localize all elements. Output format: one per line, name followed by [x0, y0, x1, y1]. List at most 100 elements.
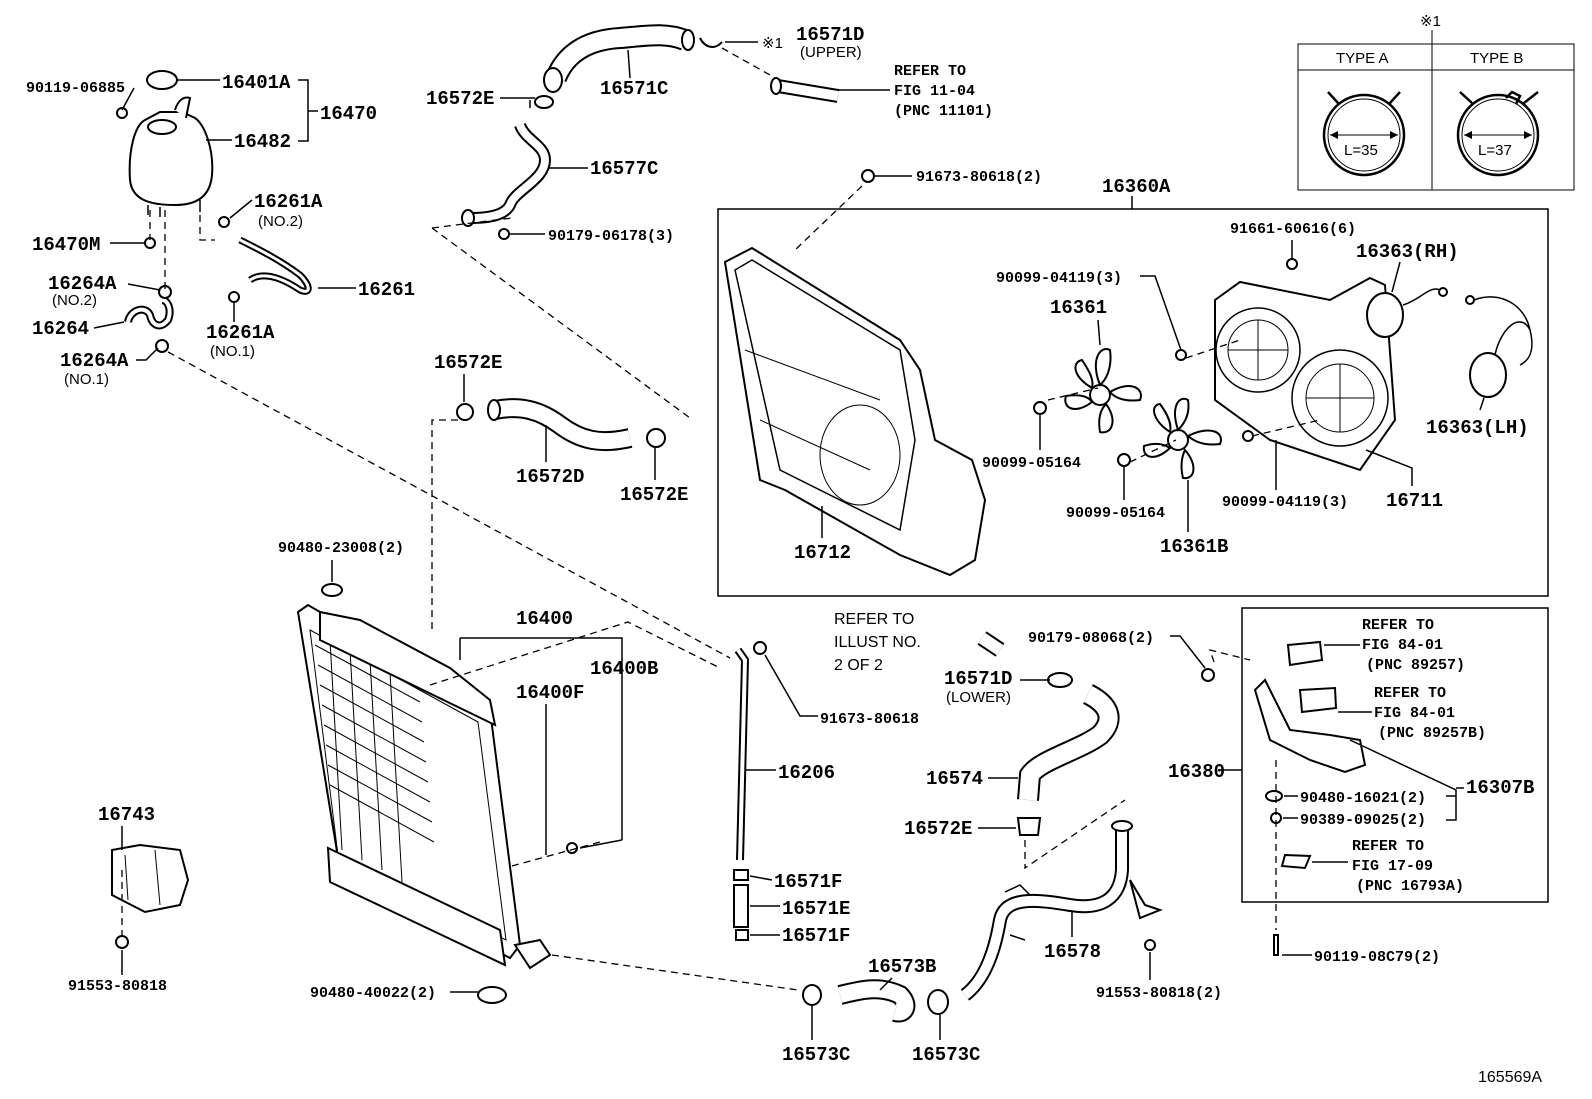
callout-16571F-b: 16571F [782, 925, 850, 947]
callout-16307B: 16307B [1466, 777, 1534, 799]
callout-no2-b: (NO.2) [52, 292, 97, 309]
callout-16571E: 16571E [782, 898, 850, 920]
callout-16264A-no1: 16264A [60, 350, 129, 372]
ref-fig-11-04-line2: FIG 11-04 [894, 83, 975, 100]
callout-16572D: 16572D [516, 466, 584, 488]
callout-16572E-top: 16572E [426, 88, 494, 110]
fan-shroud-16711 [1214, 276, 1397, 472]
callout-16264A-no2: 16264A [48, 273, 117, 295]
fan-assembly-group: 16360A 91673-80618(2) [717, 169, 1549, 597]
callout-90179-06178: 90179-06178(3) [548, 228, 674, 245]
callout-90389-09025: 90389-09025(2) [1300, 812, 1426, 829]
callout-16363LH: 16363(LH) [1426, 417, 1529, 439]
type-a-dimension: L=35 [1344, 142, 1378, 159]
ref-illust-line1: REFER TO [834, 611, 914, 628]
callout-marker1: ※1 [762, 35, 783, 52]
type-a-title: TYPE A [1336, 50, 1389, 67]
callout-90099-04119-a: 90099-04119(3) [996, 270, 1122, 287]
callout-16360A: 16360A [1102, 176, 1171, 198]
fan-motor-rh [1366, 287, 1448, 338]
fan-assembly-frame [717, 208, 1549, 597]
reservoir-tank-group: 90119-06885 16401A 16470 16482 16261A (N… [26, 70, 415, 388]
bracket-16380-shape [1253, 678, 1367, 774]
reservoir-cap-neck [147, 119, 177, 135]
bracket-16743-shape [111, 843, 190, 914]
callout-16571C: 16571C [600, 78, 668, 100]
callout-16712: 16712 [794, 542, 851, 564]
callout-16571D-lower: 16571D [944, 668, 1012, 690]
ref-fig-11-04-line3: (PNC 11101) [894, 103, 993, 120]
ref-fig-11-04-line1: REFER TO [894, 63, 966, 80]
callout-91673-80618: 91673-80618 [820, 711, 919, 728]
ref-fig-84-01-b-line3: (PNC 89257B) [1378, 725, 1486, 742]
bolt-90119-06885-shape [116, 107, 128, 119]
callout-16363RH: 16363(RH) [1356, 241, 1459, 263]
ref-fig-84-01-a-line3: (PNC 89257) [1366, 657, 1465, 674]
callout-90099-04119-b: 90099-04119(3) [1222, 494, 1348, 511]
callout-no2-a: (NO.2) [258, 213, 303, 230]
upper-hose-group: 16572E 16571C 16571D (UPPER) ※1 REFER TO… [426, 24, 993, 419]
ref-fig-17-09-line1: REFER TO [1352, 838, 1424, 855]
callout-16743: 16743 [98, 804, 155, 826]
figure-code: 165569A [1478, 1069, 1542, 1086]
callout-16400: 16400 [516, 608, 573, 630]
callout-lower: (LOWER) [946, 689, 1011, 706]
callout-90179-08068: 90179-08068(2) [1028, 630, 1154, 647]
callout-16572E-mid: 16572E [434, 352, 502, 374]
lower-radiator-hose-group: REFER TO ILLUST NO. 2 OF 2 16571D (LOWER… [834, 611, 1251, 840]
fan-blade-16361B [1142, 397, 1222, 480]
type-a-clamp-icon: L=35 [1322, 91, 1406, 177]
callout-16470M: 16470M [32, 234, 100, 256]
middle-hose-group: 16572E 16572D 16572E [431, 352, 688, 630]
callout-16572E-right: 16572E [620, 484, 688, 506]
callout-91661-60616: 91661-60616(6) [1230, 221, 1356, 238]
inset-marker: ※1 [1420, 13, 1441, 30]
callout-16574: 16574 [926, 768, 983, 790]
clamp-type-box [1297, 43, 1575, 191]
bracket-16380-group: REFER TO FIG 84-01 (PNC 89257) REFER TO … [1168, 607, 1549, 966]
callout-16572E-low: 16572E [904, 818, 972, 840]
callout-91673-80618-2: 91673-80618(2) [916, 169, 1042, 186]
type-b-clamp-icon: L=37 [1456, 90, 1540, 177]
callout-90480-16021: 90480-16021(2) [1300, 790, 1426, 807]
callout-16261: 16261 [358, 279, 415, 301]
bracket-16380-frame [1241, 607, 1549, 903]
radiator-core-fins [314, 639, 435, 883]
ref-fig-84-01-a-line1: REFER TO [1362, 617, 1434, 634]
ref-fig-17-09-line2: FIG 17-09 [1352, 858, 1433, 875]
callout-16400F: 16400F [516, 682, 584, 704]
callout-16573C-b: 16573C [912, 1044, 980, 1066]
reservoir-cap-shape [146, 70, 178, 90]
callout-16470: 16470 [320, 103, 377, 125]
callout-90119-06885: 90119-06885 [26, 80, 125, 97]
ref-fig-17-09-line3: (PNC 16793A) [1356, 878, 1464, 895]
type-b-title: TYPE B [1470, 50, 1523, 67]
callout-16380: 16380 [1168, 761, 1225, 783]
callout-16361: 16361 [1050, 297, 1107, 319]
callout-16577C: 16577C [590, 158, 658, 180]
callout-16361B: 16361B [1160, 536, 1228, 558]
callout-16573B: 16573B [868, 956, 936, 978]
water-pipe-group: 16578 91553-80818(2) [960, 799, 1222, 1002]
callout-16573C-a: 16573C [782, 1044, 850, 1066]
overflow-pipe-group: 91673-80618 16206 16571F 16571E 16571F [167, 351, 919, 947]
lower-hose-group: 90480-40022(2) 16573B 16573C 16573C [310, 954, 980, 1066]
callout-16482: 16482 [234, 131, 291, 153]
bracket-16743-group: 16743 91553-80818 [68, 804, 190, 995]
callout-no1-a: (NO.1) [210, 343, 255, 360]
callout-90099-05164-a: 90099-05164 [982, 455, 1081, 472]
callout-16261A-no2: 16261A [254, 191, 323, 213]
callout-16711: 16711 [1386, 490, 1443, 512]
type-b-dimension: L=37 [1478, 142, 1512, 159]
callout-90480-23008: 90480-23008(2) [278, 540, 404, 557]
fan-shroud-16712 [723, 246, 987, 577]
radiator-group: 90480-23008(2) 16400 16400B 16400F [278, 540, 721, 1004]
clamp-type-inset: ※1 TYPE A TYPE B L=35 L=37 [1297, 13, 1575, 191]
callout-16578: 16578 [1044, 941, 1101, 963]
callout-16571F-a: 16571F [774, 871, 842, 893]
callout-16400B: 16400B [590, 658, 658, 680]
callout-16206: 16206 [778, 762, 835, 784]
callout-16401A: 16401A [222, 72, 291, 94]
